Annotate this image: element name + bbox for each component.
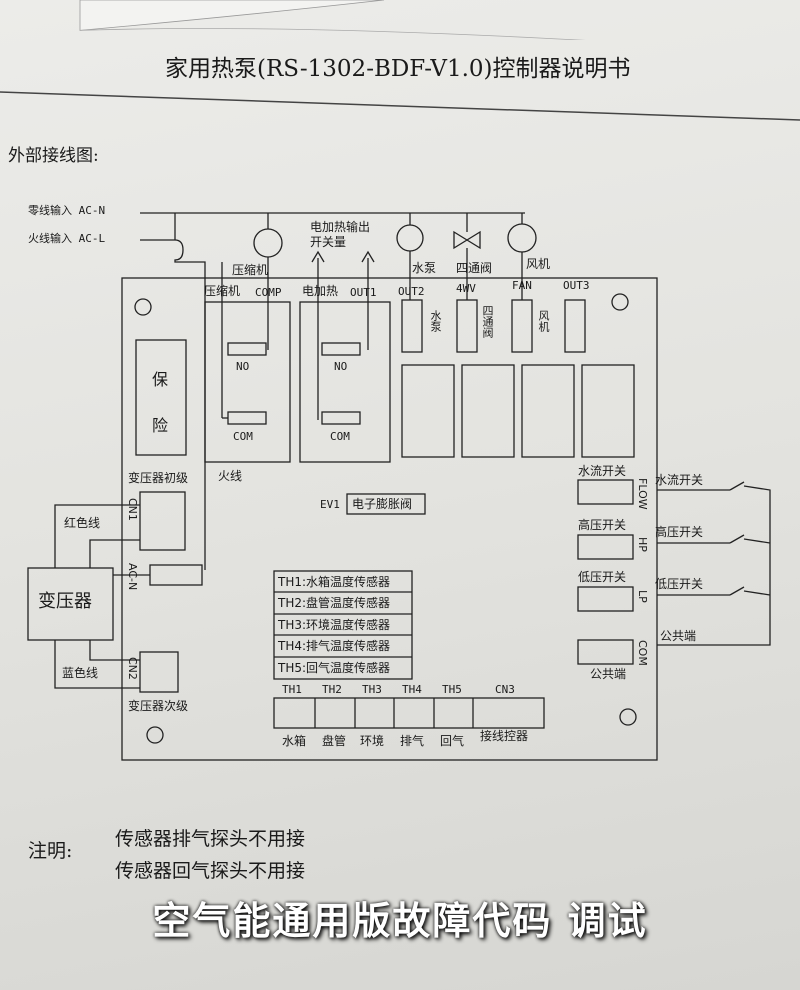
compressor-load-symbol	[253, 228, 283, 258]
note-line-2: 传感器回气探头不用接	[115, 860, 306, 882]
switch-lp-inner: 低压开关	[578, 570, 627, 584]
relay-4wv	[461, 364, 515, 458]
pump-load-label: 水泵	[412, 261, 437, 275]
transformer-name: 变压器	[38, 591, 92, 612]
relay-heater-code: OUT1	[350, 286, 377, 299]
switch-flow-inner: 水流开关	[578, 464, 627, 478]
compressor-relay-block	[204, 301, 291, 463]
switch-hp-code: HP	[636, 537, 649, 552]
note-prefix: 注明:	[28, 840, 73, 862]
mount-hole	[611, 293, 629, 311]
fuse-holder	[135, 339, 187, 456]
pump-load-symbol	[396, 224, 424, 252]
terminal-label: 盘管	[322, 734, 347, 748]
sensor-th5: TH5:回气温度传感器	[278, 661, 391, 675]
mount-hole	[619, 708, 637, 726]
controller-board-outline	[121, 277, 658, 761]
terminal-label: 接线控器	[480, 729, 529, 743]
section-heading: 外部接线图:	[8, 146, 99, 166]
heater-relay-block	[299, 301, 391, 463]
transformer-box	[27, 567, 114, 641]
neutral-input-label: 零线输入 AC-N	[28, 204, 106, 217]
relay-heater-com: COM	[330, 430, 350, 443]
terminal-label: 回气	[440, 734, 465, 748]
fan-load-label: 风机	[526, 257, 551, 271]
live-wire-label: 火线	[218, 469, 243, 483]
live-input-label: 火线输入 AC-L	[28, 232, 106, 245]
terminal-code: CN3	[495, 683, 515, 696]
relay-comp-top-label: 压缩机	[204, 284, 241, 298]
terminal-code: TH1	[282, 683, 302, 696]
relay-fan	[521, 364, 575, 458]
fuse-label-2: 险	[152, 416, 169, 435]
red-wire-label: 红色线	[64, 516, 101, 530]
out2-label: 水泵	[429, 310, 442, 332]
fan-code: FAN	[512, 279, 532, 292]
curled-page-edge	[79, 0, 586, 40]
heater-output-label: 电加热输出开关量	[310, 220, 371, 249]
note-line-1: 传感器排气探头不用接	[115, 828, 306, 850]
switch-com-outer: 公共端	[660, 629, 697, 643]
ev-connector	[346, 493, 426, 515]
switch-flow-code: FLOW	[636, 478, 649, 510]
switch-com-inner: 公共端	[590, 667, 627, 681]
terminal-label: 水箱	[282, 734, 307, 748]
relay-comp-com: COM	[233, 430, 253, 443]
cn1-label: CN1	[126, 498, 139, 521]
fuse-label-1: 保	[152, 370, 169, 389]
fan-load-symbol	[507, 223, 537, 253]
switch-hp-inner: 高压开关	[578, 518, 627, 532]
sensor-th3: TH3:环境温度传感器	[278, 618, 391, 632]
terminal-code: TH4	[402, 683, 422, 696]
sensor-th1: TH1:水箱温度传感器	[278, 575, 391, 589]
document-title: 家用热泵(RS-1302-BDF-V1.0)控制器说明书	[165, 56, 631, 82]
4wv-code: 4WV	[456, 282, 476, 295]
relay-comp-code: COMP	[255, 286, 282, 299]
relay-out2	[401, 364, 455, 458]
compressor-load-label: 压缩机	[232, 263, 269, 277]
acn-connector	[149, 564, 203, 586]
valve-load-label: 四通阀	[456, 261, 493, 275]
switch-flow-outer: 水流开关	[655, 473, 704, 487]
blue-wire-label: 蓝色线	[62, 666, 99, 680]
transformer-secondary-label: 变压器次级	[128, 699, 189, 713]
relay-out3	[581, 364, 635, 458]
four-way-valve-symbol	[453, 230, 481, 250]
sensor-th4: TH4:排气温度传感器	[278, 639, 391, 653]
relay-comp-no: NO	[236, 360, 250, 373]
relay-heater-top-label: 电加热	[302, 284, 339, 298]
terminal-code: TH3	[362, 683, 382, 696]
switch-com-code: COM	[636, 640, 649, 666]
sensor-th2: TH2:盘管温度传感器	[278, 596, 391, 610]
cn2-label: CN2	[126, 657, 139, 680]
switch-hp-outer: 高压开关	[655, 525, 704, 539]
overlay-banner: 空气能通用版故障代码 调试	[152, 899, 648, 943]
terminal-label: 排气	[400, 734, 425, 748]
out3-code: OUT3	[563, 279, 590, 292]
ev-code: EV1	[320, 498, 340, 511]
cn1-connector	[139, 491, 186, 551]
mount-hole	[134, 298, 152, 316]
terminal-label: 环境	[360, 734, 385, 748]
terminal-code: TH2	[322, 683, 342, 696]
4wv-label: 四通阀	[481, 305, 494, 338]
switch-lp-outer: 低压开关	[655, 577, 704, 591]
acn-label: AC-N	[126, 563, 139, 591]
sensor-legend-box	[273, 570, 413, 680]
transformer-primary-label: 变压器初级	[128, 471, 189, 485]
cn2-connector	[139, 651, 179, 693]
terminal-code: TH5	[442, 683, 462, 696]
fan-label: 风机	[537, 310, 550, 332]
sensor-terminal-strip	[273, 697, 545, 729]
ev-label: 电子膨胀阀	[352, 497, 413, 511]
relay-heater-no: NO	[334, 360, 348, 373]
mount-hole	[146, 726, 164, 744]
live-to-transformer-wire	[174, 239, 206, 570]
switch-wiring	[657, 485, 771, 646]
switch-lp-code: LP	[636, 590, 649, 603]
out2-code: OUT2	[398, 285, 425, 298]
